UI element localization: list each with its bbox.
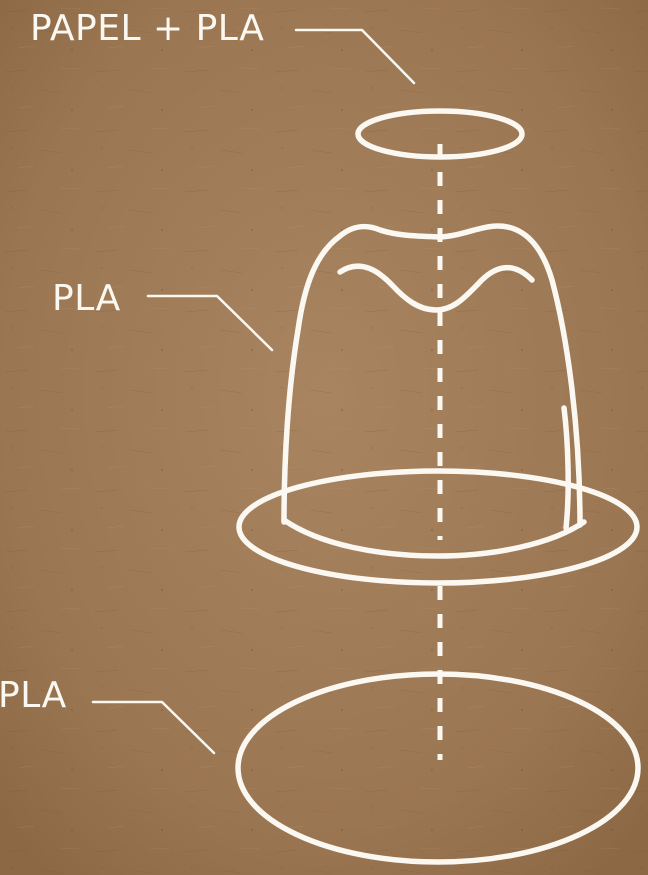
lid-leader-line [294, 28, 416, 85]
capsule-side-highlight [561, 405, 571, 531]
base-leader-line [91, 700, 216, 755]
body-leader-line [146, 294, 274, 352]
body-label: PLA [52, 278, 121, 319]
base-disc [235, 671, 641, 865]
lid-label: PAPEL + PLA [30, 8, 264, 49]
capsule-outline [281, 223, 583, 528]
capsule-body [281, 223, 583, 531]
base-label: PLA [0, 675, 67, 716]
capsule-inner-brim [281, 517, 587, 559]
capsule-rim-band [337, 263, 535, 313]
capsule-flange [236, 468, 640, 586]
